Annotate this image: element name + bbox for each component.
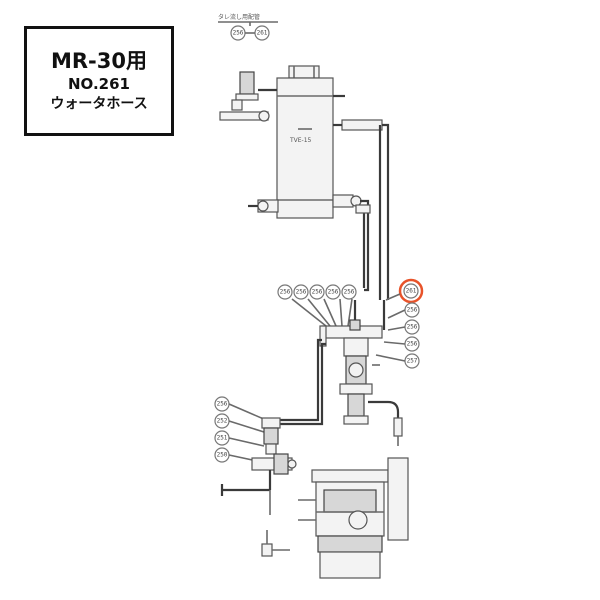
callout-right-5[interactable]: 257: [404, 353, 420, 369]
svg-text:256: 256: [296, 289, 307, 296]
title-box: MR-30用 NO.261 ウォータホース: [24, 26, 174, 136]
svg-text:256: 256: [407, 307, 418, 314]
tank-label: TVE-15: [289, 137, 312, 144]
callout-middle-1[interactable]: 256: [277, 284, 293, 300]
svg-text:256: 256: [328, 289, 339, 296]
drain-fitting: [248, 199, 279, 213]
callout-top-2[interactable]: 261: [254, 25, 270, 41]
callout-middle-2[interactable]: 256: [293, 284, 309, 300]
pump: [298, 457, 409, 579]
header-note: タレ流し用配管: [218, 13, 260, 21]
callout-highlighted-261[interactable]: 261: [398, 278, 424, 304]
svg-text:257: 257: [407, 358, 418, 365]
svg-text:250: 250: [217, 452, 228, 459]
callout-left-2[interactable]: 252: [214, 413, 230, 429]
callout-right-4[interactable]: 256: [404, 336, 420, 352]
svg-text:252: 252: [217, 418, 228, 425]
svg-text:261: 261: [257, 30, 268, 37]
callout-middle-4[interactable]: 256: [325, 284, 341, 300]
valve-assembly: [319, 300, 403, 446]
callout-left-4[interactable]: 250: [214, 447, 230, 463]
svg-text:261: 261: [406, 288, 417, 295]
water-tank: TVE-15: [276, 65, 334, 219]
drain-cock: [261, 530, 290, 557]
part-name: ウォータホース: [50, 96, 148, 112]
tank-outlet-pipes: [333, 94, 390, 330]
svg-text:256: 256: [217, 401, 228, 408]
model-title: MR-30用: [50, 49, 147, 73]
part-number: NO.261: [68, 75, 130, 93]
callout-left-3[interactable]: 251: [214, 430, 230, 446]
callout-middle-3[interactable]: 256: [309, 284, 325, 300]
supply-line: [280, 338, 326, 426]
callout-top-1[interactable]: 256: [230, 25, 246, 41]
side-outlet: [332, 194, 371, 292]
svg-text:256: 256: [233, 30, 244, 37]
callout-right-3[interactable]: 256: [404, 319, 420, 335]
svg-text:256: 256: [407, 341, 418, 348]
callout-left-1[interactable]: 256: [214, 396, 230, 412]
callout-right-2[interactable]: 256: [404, 302, 420, 318]
svg-text:256: 256: [407, 324, 418, 331]
svg-text:256: 256: [312, 289, 323, 296]
svg-text:256: 256: [280, 289, 291, 296]
callout-middle-5[interactable]: 256: [341, 284, 357, 300]
pump-inlet-fittings: [220, 417, 297, 515]
svg-text:256: 256: [344, 289, 355, 296]
float-valve: [219, 71, 277, 122]
svg-text:251: 251: [217, 435, 228, 442]
